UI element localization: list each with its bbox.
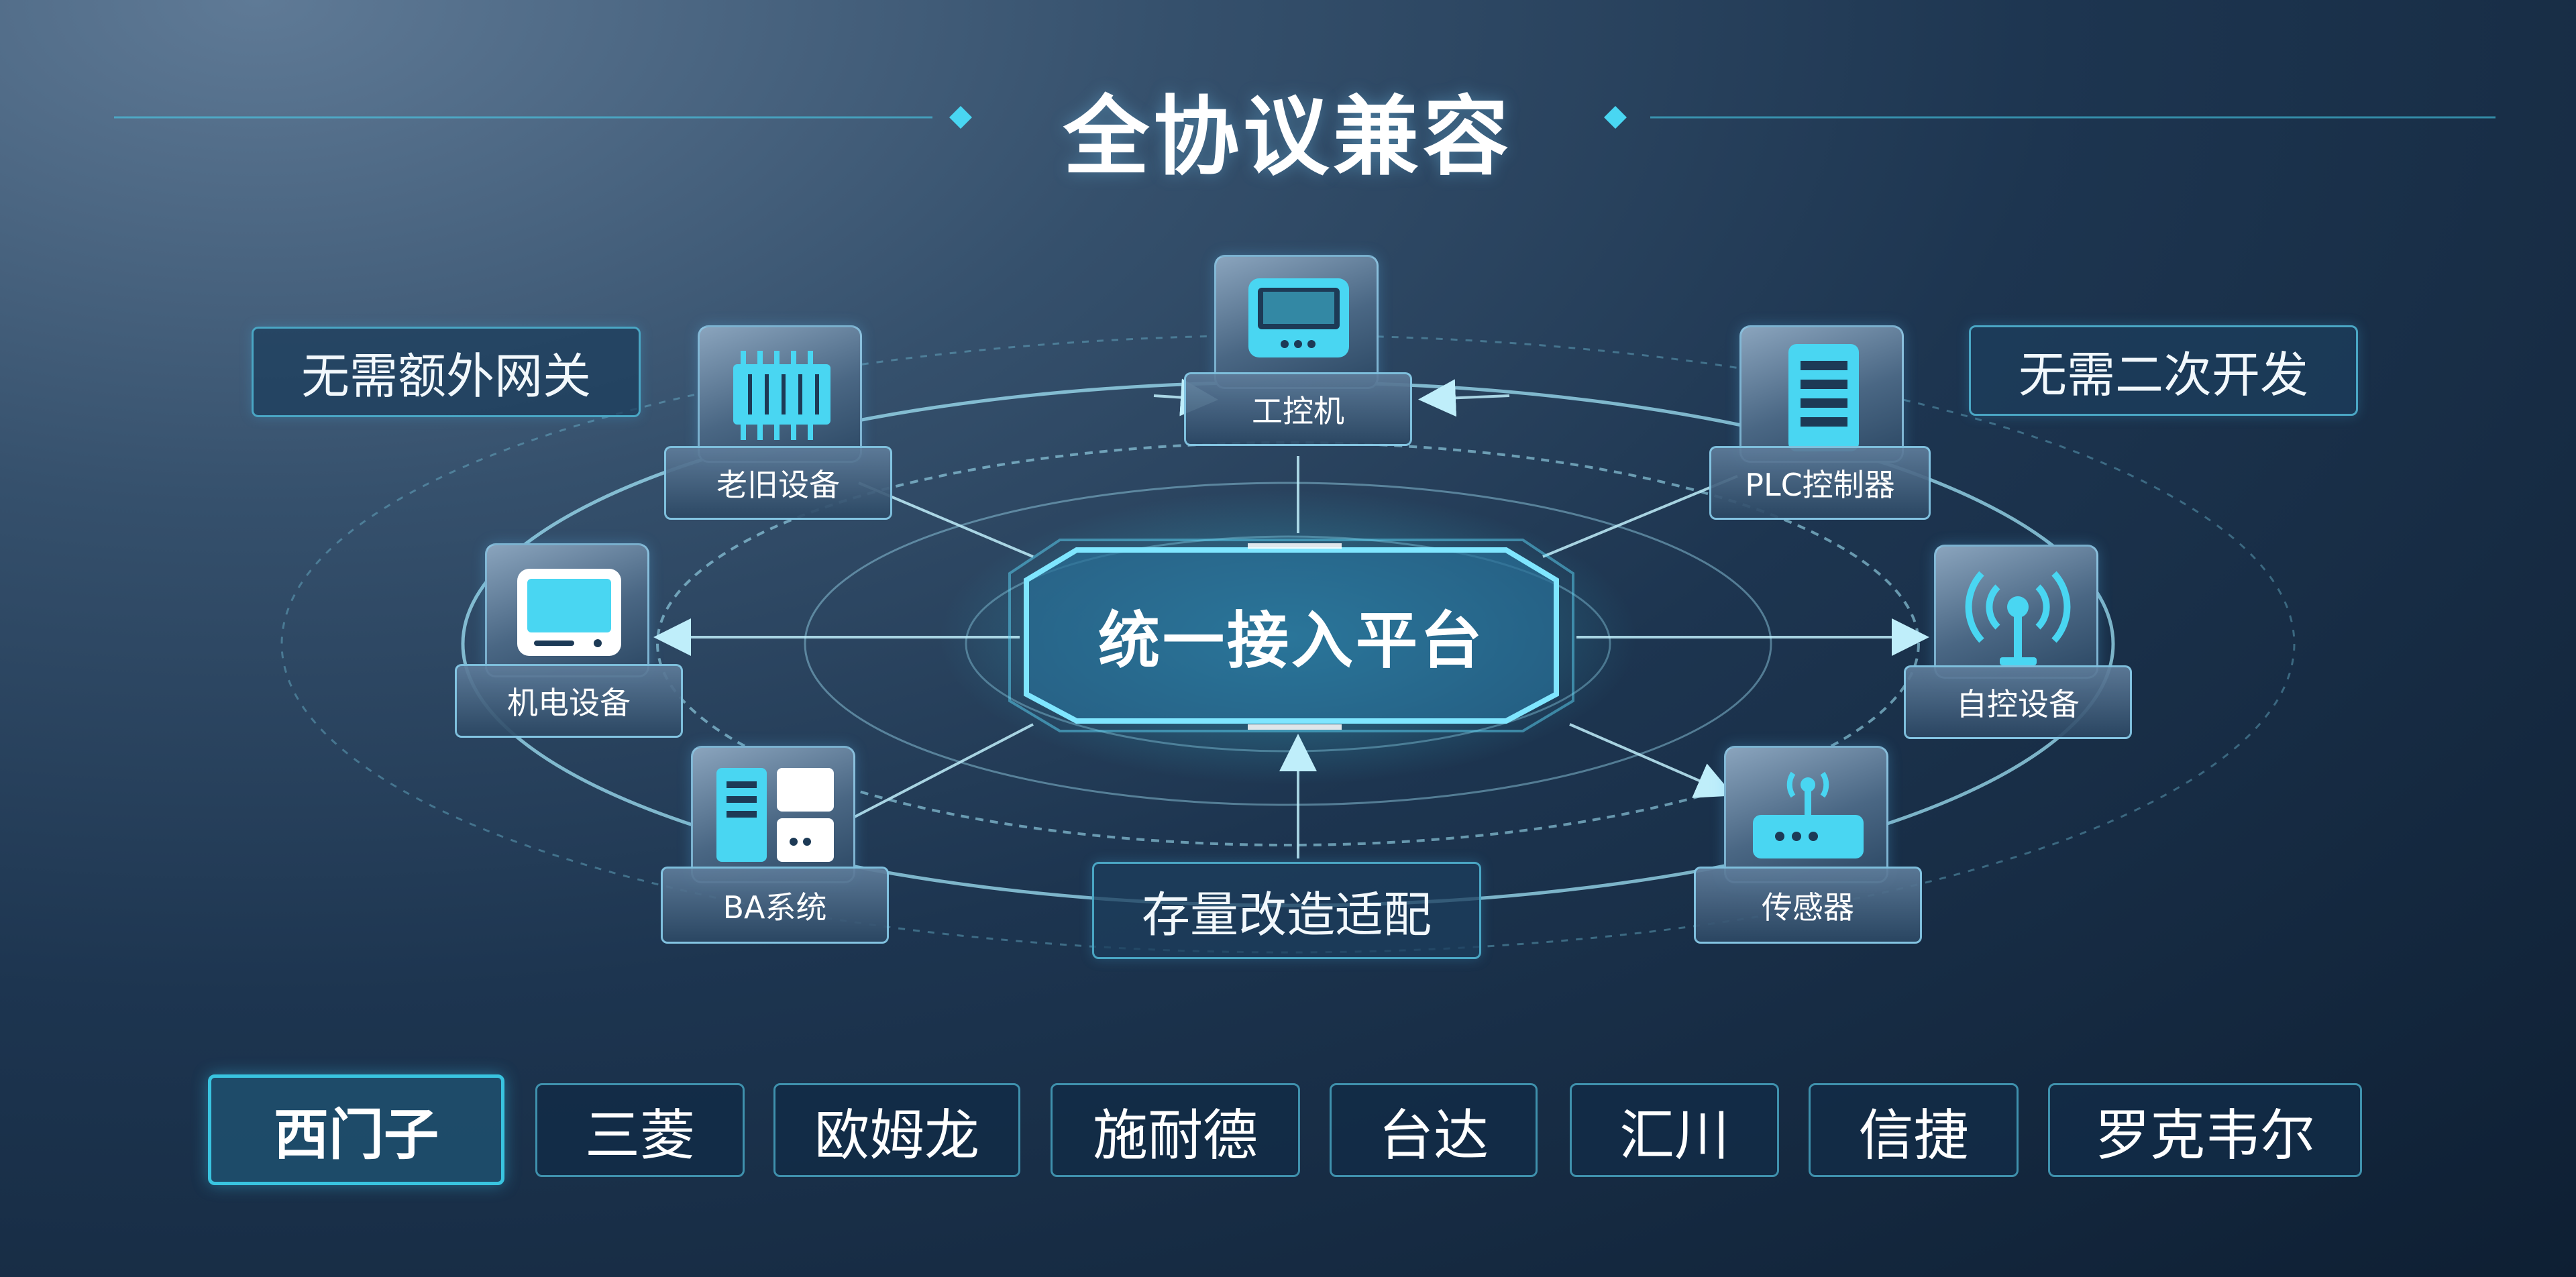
device-label: BA系统 xyxy=(661,867,889,944)
device-label: 自控设备 xyxy=(1904,665,2132,739)
chip-module-icon xyxy=(698,325,862,463)
brand-omron[interactable]: 欧姆龙 xyxy=(773,1083,1020,1177)
hub-unified-platform[interactable]: 统一接入平台 xyxy=(1097,605,1485,677)
device-label: 工控机 xyxy=(1184,372,1412,446)
monitor-icon xyxy=(485,543,649,677)
plc-controller-icon xyxy=(1739,325,1904,463)
device-label: PLC控制器 xyxy=(1709,446,1931,520)
brand-inovance[interactable]: 汇川 xyxy=(1570,1083,1779,1177)
brand-delta[interactable]: 台达 xyxy=(1330,1083,1538,1177)
brand-schneider[interactable]: 施耐德 xyxy=(1051,1083,1300,1177)
wireless-antenna-icon xyxy=(1934,545,2098,679)
server-rack-icon xyxy=(691,746,855,883)
feature-retrofit-adaptation: 存量改造适配 xyxy=(1092,862,1481,959)
device-ba-system[interactable]: BA系统 xyxy=(661,746,889,944)
device-sensor[interactable]: 传感器 xyxy=(1694,746,1922,944)
brand-siemens[interactable]: 西门子 xyxy=(208,1074,504,1185)
device-industrial-pc[interactable]: 工控机 xyxy=(1184,255,1412,449)
device-label: 传感器 xyxy=(1694,867,1922,944)
device-legacy-equipment[interactable]: 老旧设备 xyxy=(664,325,892,523)
device-label: 机电设备 xyxy=(455,664,683,738)
feature-no-gateway: 无需额外网关 xyxy=(252,327,641,417)
brand-mitsubishi[interactable]: 三菱 xyxy=(535,1083,745,1177)
industrial-pc-icon xyxy=(1214,255,1379,389)
feature-no-secondary-dev: 无需二次开发 xyxy=(1969,325,2358,416)
brand-rockwell[interactable]: 罗克韦尔 xyxy=(2048,1083,2362,1177)
device-automation[interactable]: 自控设备 xyxy=(1904,545,2132,739)
device-plc-controller[interactable]: PLC控制器 xyxy=(1709,325,1931,523)
brand-xinje[interactable]: 信捷 xyxy=(1809,1083,2019,1177)
device-electromechanical[interactable]: 机电设备 xyxy=(455,543,683,738)
sensor-router-icon xyxy=(1724,746,1888,883)
device-label: 老旧设备 xyxy=(664,446,892,520)
page-title: 全协议兼容 xyxy=(1063,87,1513,187)
